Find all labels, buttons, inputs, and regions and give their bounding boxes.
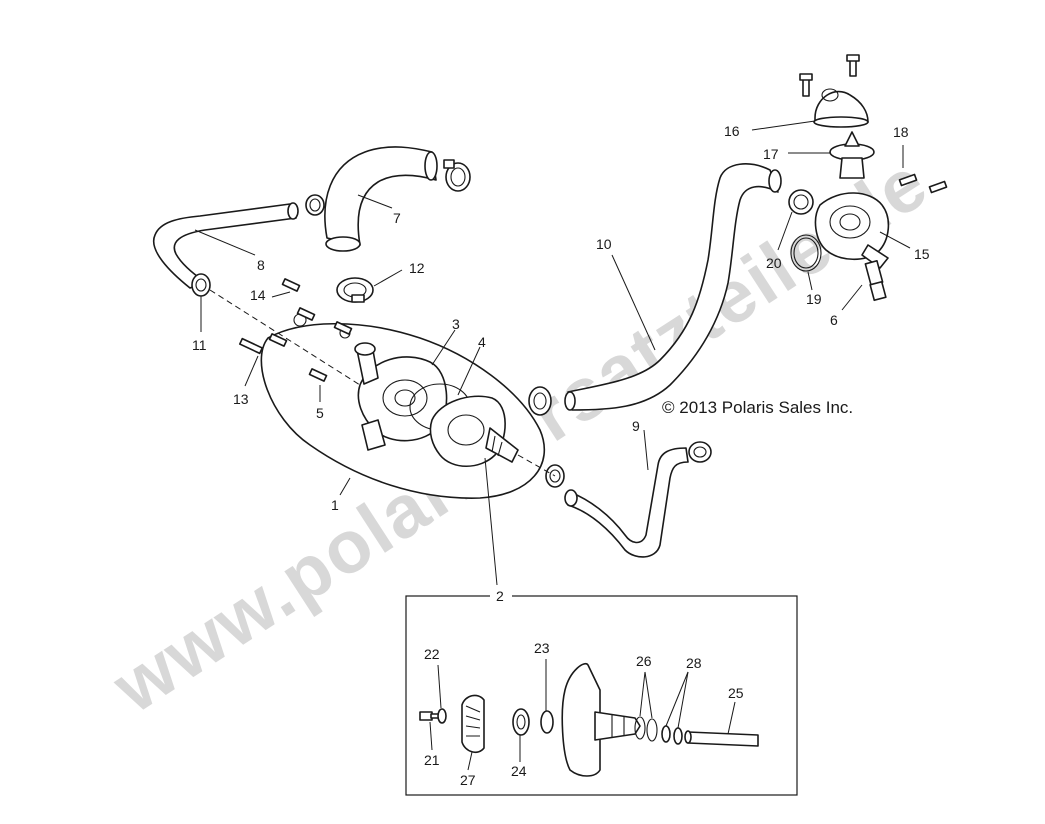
washer-22 — [437, 708, 447, 724]
callout-17: 17 — [763, 146, 779, 162]
hose-7-end — [424, 151, 438, 181]
hose-clamp — [528, 386, 552, 416]
callout-20: 20 — [766, 255, 782, 271]
hose-9-end — [564, 489, 578, 507]
callout-21: 21 — [424, 752, 440, 768]
bolt-5 — [308, 368, 328, 382]
hose-8 — [152, 203, 297, 289]
callout-28: 28 — [686, 655, 702, 671]
hose-10-end — [768, 169, 782, 193]
callout-1: 1 — [331, 497, 339, 513]
pump-housing — [354, 342, 448, 451]
seal-24 — [512, 708, 530, 736]
temp-sensor-6 — [864, 260, 887, 302]
callout-10: 10 — [596, 236, 612, 252]
callout-8: 8 — [257, 257, 265, 273]
ring-28 — [673, 727, 683, 745]
callout-6: 6 — [830, 312, 838, 328]
callout-24: 24 — [511, 763, 527, 779]
hose-clamp — [688, 441, 712, 463]
callout-23: 23 — [534, 640, 550, 656]
callout-15: 15 — [914, 246, 930, 262]
leader-lines — [194, 120, 911, 586]
hose-clamp — [305, 194, 325, 216]
copyright-text: © 2013 Polaris Sales Inc. — [662, 398, 853, 417]
assembly-line — [517, 454, 556, 477]
o-ring-19 — [793, 237, 819, 269]
callout-12: 12 — [409, 260, 425, 276]
thermostat-cover-16 — [813, 88, 869, 128]
hose-7-end — [325, 236, 361, 252]
shaft-25 — [684, 730, 759, 747]
callout-22: 22 — [424, 646, 440, 662]
hose-clamp — [443, 159, 471, 192]
callout-2: 2 — [496, 588, 504, 604]
hose-9 — [567, 447, 689, 558]
callout-14: 14 — [250, 287, 266, 303]
callout-27: 27 — [460, 772, 476, 788]
hose-clamp-20 — [788, 189, 814, 215]
callout-3: 3 — [452, 316, 460, 332]
callout-5: 5 — [316, 405, 324, 421]
o-ring-26 — [646, 718, 658, 742]
hose-clamp-12 — [336, 277, 374, 303]
callout-11: 11 — [192, 337, 207, 353]
pump-detail-box: 2 — [405, 588, 798, 796]
cover-bolt — [799, 54, 860, 97]
washer-23 — [540, 710, 554, 734]
callout-9: 9 — [632, 418, 640, 434]
hose-8-end — [287, 202, 299, 220]
callouts: 1 3 4 5 6 7 8 9 10 11 12 13 14 15 16 17 … — [192, 123, 930, 513]
callout-4: 4 — [478, 334, 486, 350]
hose-10-end — [564, 391, 576, 411]
bolt-13 — [238, 333, 288, 355]
callout-25: 25 — [728, 685, 744, 701]
water-pump-assembly — [429, 395, 519, 467]
hose-clamp-11 — [191, 273, 211, 297]
thermostat-housing — [814, 192, 890, 269]
callout-18: 18 — [893, 124, 909, 140]
hose-10 — [567, 163, 779, 411]
callout-19: 19 — [806, 291, 822, 307]
bolt-18 — [898, 173, 948, 194]
thermostat-17 — [829, 131, 875, 179]
bolt-14 — [281, 278, 353, 335]
callout-16: 16 — [724, 123, 740, 139]
callout-26: 26 — [636, 653, 652, 669]
callout-7: 7 — [393, 210, 401, 226]
ring-28 — [661, 725, 671, 743]
hose-7 — [324, 146, 437, 246]
impeller-27 — [461, 694, 485, 754]
pump-body — [561, 663, 641, 777]
o-ring-26 — [634, 716, 646, 740]
bolt-21 — [419, 711, 440, 721]
callout-13: 13 — [233, 391, 249, 407]
o-ring-19 — [790, 234, 822, 272]
